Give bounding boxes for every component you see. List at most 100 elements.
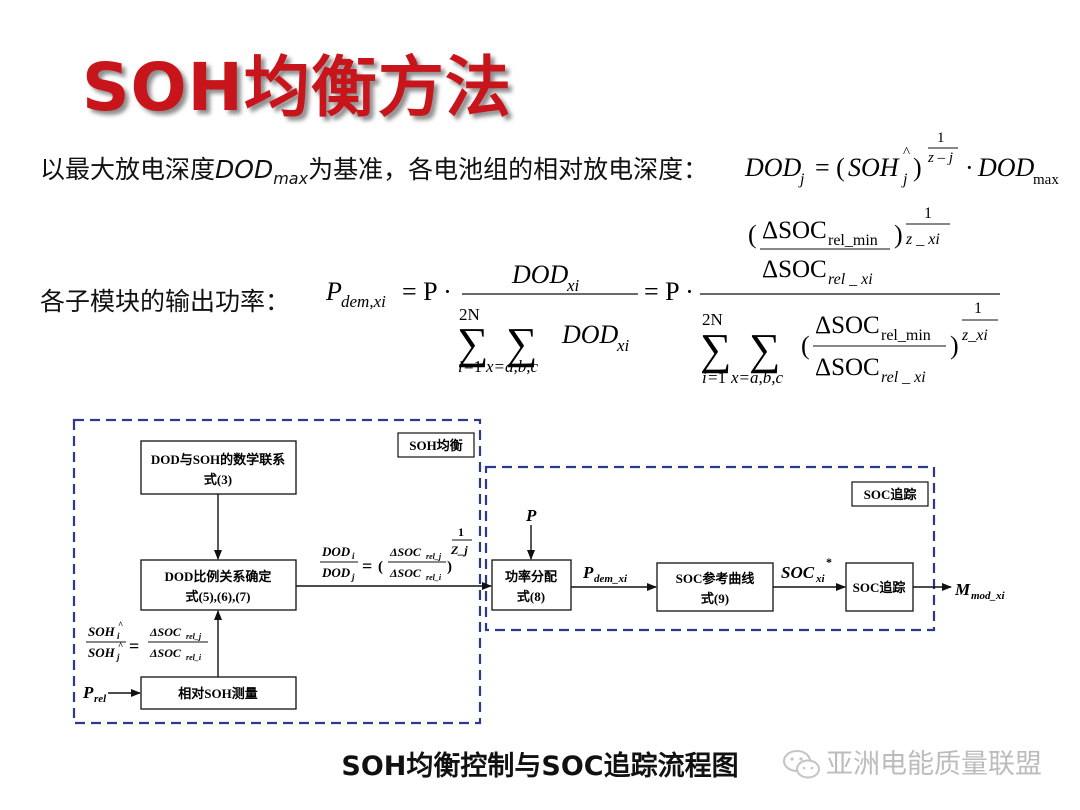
svg-text:^: ^	[118, 641, 123, 651]
signal-m-output: M mod_xi	[954, 580, 1006, 602]
svg-text:= P ·: = P ·	[402, 277, 452, 306]
svg-text:DOD: DOD	[511, 260, 569, 289]
svg-text:DOD: DOD	[977, 153, 1035, 182]
svg-text:j: j	[901, 171, 908, 188]
svg-text:ΔSOC: ΔSOC	[389, 566, 422, 580]
output-power-intro: 各子模块的输出功率：	[40, 287, 291, 316]
svg-text:∑: ∑	[506, 319, 537, 368]
svg-text:): )	[950, 331, 959, 360]
svg-text:rel_i: rel_i	[186, 653, 202, 662]
group-soc-label-box	[851, 481, 929, 507]
svg-text:P: P	[82, 683, 94, 702]
svg-text:M: M	[954, 580, 971, 599]
svg-text:): )	[913, 153, 922, 182]
group-soh-label-box	[397, 432, 475, 458]
box-dod-ratio-line1: DOD比例关系确定	[165, 569, 272, 584]
svg-text:DOD: DOD	[321, 565, 351, 580]
svg-text:j: j	[115, 652, 120, 662]
svg-text:(: (	[801, 331, 810, 360]
svg-text:rel _ xi: rel _ xi	[881, 369, 926, 386]
box-dod-ratio	[140, 559, 297, 611]
svg-text:i: i	[702, 368, 707, 387]
svg-text:max: max	[1033, 172, 1059, 188]
svg-text:i: i	[117, 631, 120, 641]
group-soc-tracking	[484, 465, 936, 632]
svg-text:=: =	[129, 636, 139, 656]
svg-text:i: i	[458, 357, 463, 376]
svg-text:j: j	[798, 171, 805, 188]
box-relative-soh-label: 相对SOH测量	[178, 686, 257, 701]
dod-intro-part-a: 以最大放电深度	[40, 155, 216, 184]
svg-text:rel_j: rel_j	[186, 632, 202, 641]
svg-text:*: *	[826, 555, 832, 569]
svg-text:SOH: SOH	[88, 624, 116, 639]
svg-text:rel_i: rel_i	[426, 573, 442, 582]
svg-text:ΔSOC: ΔSOC	[762, 256, 827, 283]
wechat-icon	[783, 750, 820, 779]
svg-text:ΔSOC: ΔSOC	[762, 217, 827, 244]
diagram-caption: SOH均衡控制与SOC追踪流程图	[341, 751, 739, 782]
box-power-allocation	[491, 559, 572, 611]
signal-p: P	[525, 506, 537, 525]
formula-dod-ratio: DOD i DOD j = ( ΔSOC rel_j ΔSOC rel_i ) …	[320, 525, 472, 582]
signal-soc-ref: SOC xi *	[781, 555, 832, 585]
svg-text:dem_xi: dem_xi	[594, 573, 628, 585]
svg-text:SOH: SOH	[848, 153, 900, 182]
box-dod-soh-line2: 式(3)	[204, 472, 232, 487]
svg-text:rel_j: rel_j	[426, 552, 442, 561]
svg-text:^: ^	[903, 145, 910, 161]
svg-text:1: 1	[974, 300, 982, 317]
svg-text:DOD: DOD	[321, 544, 351, 559]
svg-text:Z_j: Z_j	[450, 543, 468, 557]
box-power-line1: 功率分配	[505, 569, 557, 584]
box-power-line2: 式(8)	[517, 589, 545, 604]
group-soh-balance	[72, 418, 482, 725]
svg-text:): )	[894, 220, 903, 249]
signal-prel: P rel	[82, 683, 107, 705]
svg-text:x=a,b,c: x=a,b,c	[485, 357, 539, 376]
svg-text:2N: 2N	[702, 310, 723, 329]
svg-text:1: 1	[937, 130, 945, 146]
svg-text:1: 1	[924, 205, 932, 222]
svg-text:xi: xi	[815, 573, 826, 585]
svg-text:SOC: SOC	[781, 563, 815, 582]
svg-text:DOD: DOD	[561, 320, 619, 349]
signal-pdem: P dem_xi	[582, 563, 628, 585]
svg-text:ΔSOC: ΔSOC	[149, 625, 182, 639]
svg-text:dem,xi: dem,xi	[341, 292, 386, 311]
svg-text:∑: ∑	[749, 325, 780, 374]
svg-text:∑: ∑	[457, 319, 488, 368]
svg-text:P: P	[325, 277, 342, 306]
svg-text:ΔSOC: ΔSOC	[815, 312, 880, 339]
svg-text:P: P	[582, 563, 594, 582]
svg-text:): )	[447, 559, 452, 575]
box-soc-curve-line1: SOC参考曲线	[676, 571, 755, 586]
svg-text:·: ·	[965, 153, 974, 182]
svg-text:=1: =1	[708, 368, 726, 387]
svg-text:= P ·: = P ·	[644, 277, 694, 306]
dod-intro-part-b: 为基准，各电池组的相对放电深度：	[308, 155, 709, 184]
group-soc-label: SOC追踪	[864, 487, 917, 502]
svg-text:^: ^	[118, 620, 123, 630]
box-dod-ratio-line2: 式(5),(6),(7)	[186, 589, 251, 604]
svg-text:x=a,b,c: x=a,b,c	[730, 368, 784, 387]
svg-text:ΔSOC: ΔSOC	[389, 545, 422, 559]
svg-text:rel_min: rel_min	[828, 232, 878, 249]
svg-text:xi: xi	[616, 336, 630, 355]
svg-text:rel_min: rel_min	[881, 327, 931, 344]
svg-text:j: j	[350, 572, 355, 582]
watermark-text: 亚洲电能质量联盟	[826, 749, 1042, 780]
svg-text:2N: 2N	[459, 305, 480, 324]
box-dod-soh-line1: DOD与SOH的数学联系	[151, 452, 285, 467]
svg-text:rel: rel	[94, 693, 107, 705]
svg-text:xi: xi	[566, 276, 580, 295]
dod-max-symbol: DODmax	[215, 155, 309, 188]
svg-text:= (: = (	[815, 153, 845, 182]
svg-text:=: =	[362, 556, 372, 576]
svg-text:(: (	[748, 220, 757, 249]
svg-text:SOH: SOH	[88, 645, 116, 660]
svg-text:ΔSOC: ΔSOC	[815, 354, 880, 381]
svg-text:rel _ xi: rel _ xi	[828, 271, 873, 288]
box-soc-curve-line2: 式(9)	[701, 591, 729, 606]
